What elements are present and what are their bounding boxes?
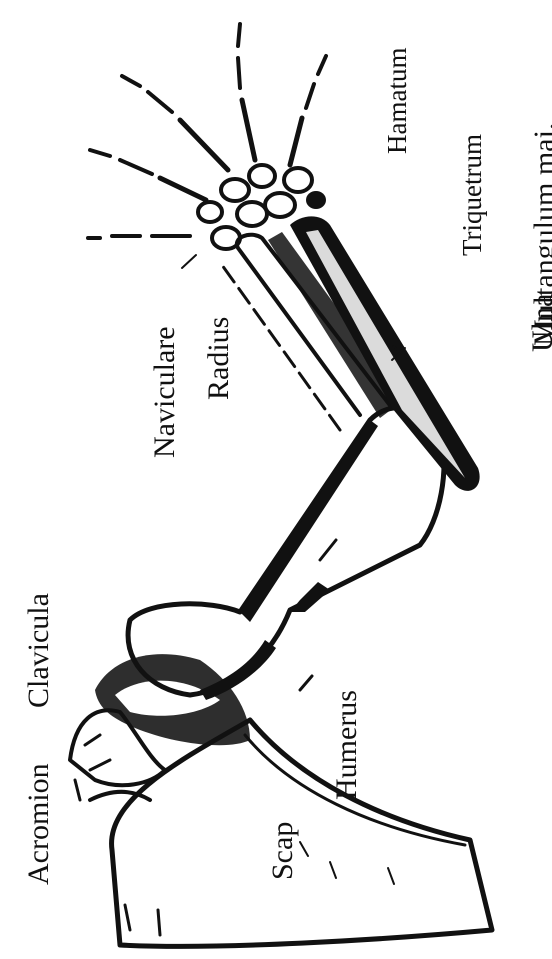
scapula-bone (112, 720, 492, 946)
label-acromion: Acromion (22, 763, 55, 885)
finger-3-bones (122, 76, 228, 170)
label-naviculare: Naviculare (148, 326, 181, 458)
label-ulna: Ulna (526, 294, 552, 352)
label-radius: Radius (202, 317, 235, 400)
finger-5-bones (290, 56, 326, 165)
label-hamatum: Hamatum (382, 48, 412, 154)
hand-bones (88, 24, 326, 238)
label-triquetrum: Triquetrum (457, 134, 487, 256)
label-humerus: Humerus (330, 690, 363, 800)
label-scap: Scap (266, 822, 299, 880)
finger-2-bones (90, 150, 206, 200)
thumb-bones (88, 236, 190, 238)
finger-4-bones (238, 24, 255, 160)
label-clavicula: Clavicula (22, 593, 55, 708)
